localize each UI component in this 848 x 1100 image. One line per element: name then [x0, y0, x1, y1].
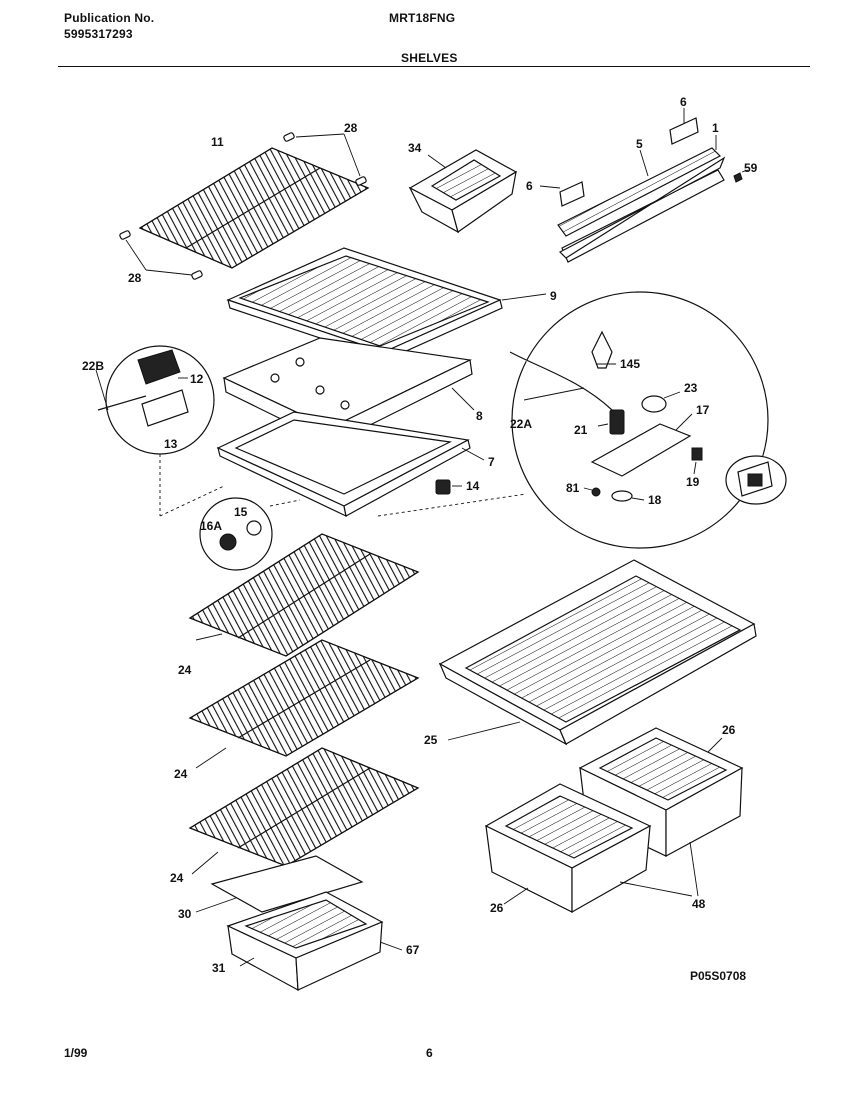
- part-48-lead-1: [619, 881, 693, 897]
- callout-25: 25: [424, 733, 438, 747]
- callout-31: 31: [212, 961, 226, 975]
- part-24-wire-shelf-3: [188, 747, 420, 875]
- callout-18: 18: [648, 493, 662, 507]
- part-7-pan: [216, 411, 485, 518]
- callout-28-bottom: 28: [128, 271, 142, 285]
- callout-12: 12: [190, 372, 204, 386]
- callout-28-top: 28: [344, 121, 358, 135]
- callout-67: 67: [406, 943, 420, 957]
- part-9-shelf: [226, 247, 547, 361]
- callout-30: 30: [178, 907, 192, 921]
- switch-detail: [725, 455, 787, 505]
- callout-24-middle: 24: [174, 767, 188, 781]
- callout-21: 21: [574, 423, 588, 437]
- part-25-crisper-cover: [438, 559, 757, 746]
- callout-14: 14: [466, 479, 480, 493]
- part-11-wire-shelf: [138, 147, 370, 269]
- callout-5: 5: [636, 137, 643, 151]
- callout-26-left: 26: [490, 901, 504, 915]
- part-30-cover-panel: [195, 855, 364, 913]
- callout-81: 81: [566, 481, 580, 495]
- callout-145: 145: [620, 357, 640, 371]
- callout-23: 23: [684, 381, 698, 395]
- callout-labels: 11 28 28 34 6 6 5 1 59 9 22B 12 13 145 2…: [82, 95, 758, 983]
- part-34-bin: [408, 149, 518, 234]
- callout-34: 34: [408, 141, 422, 155]
- part-31-pan: [226, 891, 403, 992]
- header-rule: [58, 66, 810, 67]
- publication-label: Publication No.: [64, 11, 155, 25]
- callout-7: 7: [488, 455, 495, 469]
- detail-circle-16a: [199, 497, 301, 571]
- drawing-id: P05S0708: [690, 969, 746, 983]
- callout-11: 11: [211, 135, 224, 149]
- callout-13: 13: [164, 437, 178, 451]
- detail-circle-light-assembly: [377, 291, 769, 549]
- callout-22b: 22B: [82, 359, 104, 373]
- callout-59: 59: [744, 161, 758, 175]
- section-title: SHELVES: [401, 51, 458, 65]
- callout-26-right: 26: [722, 723, 736, 737]
- callout-17: 17: [696, 403, 710, 417]
- callout-15: 15: [234, 505, 248, 519]
- callout-16a: 16A: [200, 519, 222, 533]
- part-28-shelf-glides: [119, 132, 367, 280]
- part-5-and-1-rails: [539, 108, 749, 263]
- part-14-clip: [435, 479, 462, 495]
- model-number: MRT18FNG: [389, 11, 456, 25]
- footer-date: 1/99: [64, 1046, 88, 1060]
- callout-19: 19: [686, 475, 700, 489]
- part-48-lead-2: [689, 841, 699, 897]
- detail-circle-22b: [95, 345, 225, 517]
- callout-48: 48: [692, 897, 706, 911]
- callout-9: 9: [550, 289, 557, 303]
- footer-page-number: 6: [426, 1046, 433, 1060]
- part-24-wire-shelf-2: [188, 639, 420, 769]
- callout-22a: 22A: [510, 417, 532, 431]
- callout-24-top: 24: [178, 663, 192, 677]
- callout-6-top: 6: [680, 95, 687, 109]
- publication-number: 5995317293: [64, 27, 133, 41]
- callout-1: 1: [712, 121, 719, 135]
- callout-6-left: 6: [526, 179, 533, 193]
- part-26-crisper-left: [484, 783, 652, 914]
- part-24-wire-shelf-1: [188, 533, 420, 657]
- callout-24-bottom: 24: [170, 871, 184, 885]
- callout-8: 8: [476, 409, 483, 423]
